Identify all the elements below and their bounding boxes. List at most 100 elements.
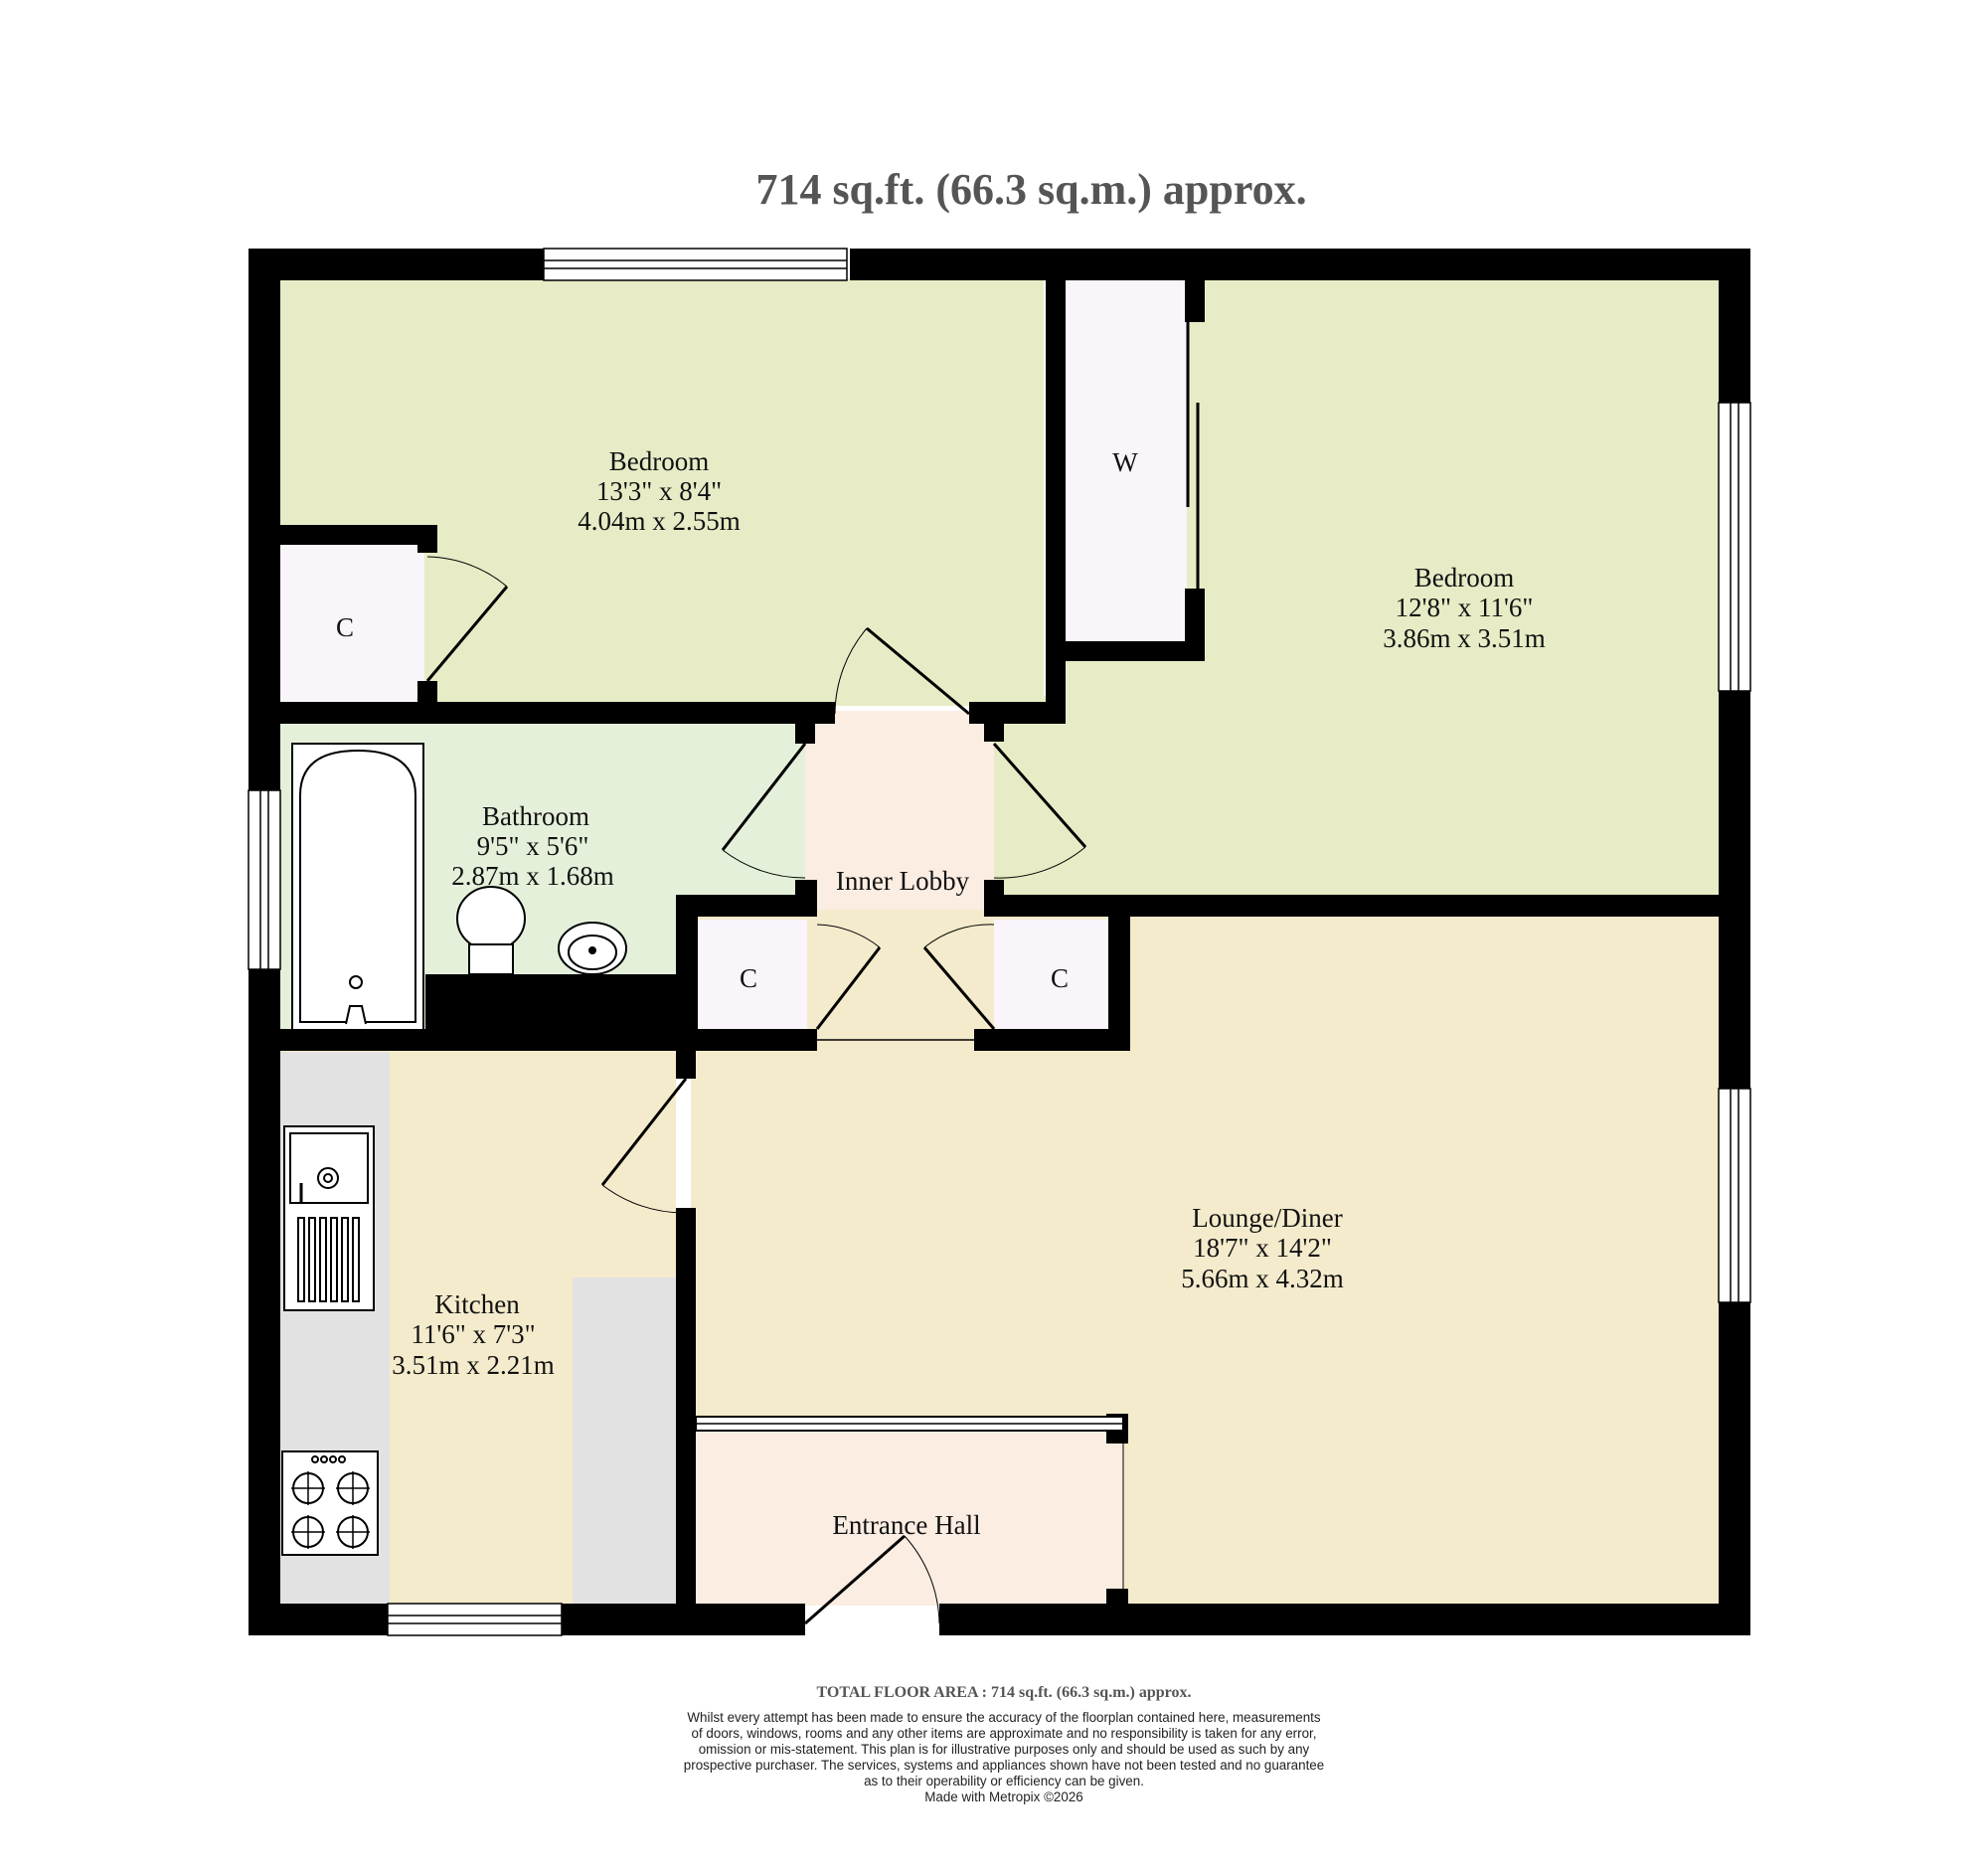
walls-part <box>939 1604 1750 1635</box>
walls-part <box>1185 280 1205 322</box>
walls-part <box>984 722 1004 742</box>
walls-part <box>676 1029 817 1051</box>
bedroom-1-name: Bedroom <box>609 446 710 476</box>
walls <box>248 249 1750 1635</box>
disclaimer-line: as to their operability or efficiency ca… <box>864 1774 1144 1788</box>
walls-part <box>676 1049 696 1079</box>
cupboard-3-floor <box>994 920 1108 1029</box>
windows-part <box>543 248 848 281</box>
walls-part <box>425 974 684 1031</box>
hob-icon-part <box>338 1455 346 1463</box>
sink-drainer-icon-part <box>297 1217 305 1302</box>
wardrobe-label: W <box>1112 447 1138 477</box>
walls-part <box>984 880 1004 916</box>
walls-part <box>1185 589 1205 661</box>
bath-icon-part <box>299 749 416 1023</box>
kitchen-metric: 3.51m x 2.21m <box>392 1350 555 1380</box>
kitchen-imperial: 11'6" x 7'3" <box>411 1319 535 1349</box>
door-swings-part <box>721 743 807 851</box>
sink-drainer-icon <box>297 1217 360 1302</box>
windows-part <box>1718 1088 1751 1303</box>
door-swings-part <box>601 1184 687 1214</box>
lounge-name: Lounge/Diner <box>1192 1203 1342 1233</box>
door-swings-part <box>904 1535 940 1624</box>
walls-part <box>850 249 1750 280</box>
bedroom-1-imperial: 13'3" x 8'4" <box>596 476 722 506</box>
windows <box>248 248 1751 1636</box>
total-floor-area: TOTAL FLOOR AREA : 714 sq.ft. (66.3 sq.m… <box>816 1684 1192 1701</box>
door-swings-part <box>816 924 881 948</box>
bedroom-2-imperial: 12'8" x 11'6" <box>1396 593 1534 622</box>
kitchen-name: Kitchen <box>434 1289 520 1319</box>
walls-part <box>248 1029 698 1051</box>
inner-lobby-name: Inner Lobby <box>836 866 970 896</box>
door-swings-part <box>722 849 806 879</box>
windows-part <box>1718 402 1751 692</box>
walls-part <box>676 895 817 917</box>
lounge-imperial: 18'7" x 14'2" <box>1193 1233 1332 1263</box>
walls-part <box>248 702 835 724</box>
entrance-threshold <box>805 1609 939 1630</box>
door-swings-part <box>992 743 1087 848</box>
bedroom-2-floor-ext <box>994 696 1074 895</box>
disclaimer-line: prospective purchaser. The services, sys… <box>683 1758 1325 1773</box>
entrance-hall-name: Entrance Hall <box>832 1510 980 1540</box>
disclaimer-line: of doors, windows, rooms and any other i… <box>691 1726 1317 1741</box>
windows-part <box>387 1603 563 1636</box>
window-lines <box>259 259 1740 1624</box>
toilet-icon-part <box>456 886 526 951</box>
door-swings-part <box>866 626 970 716</box>
bathroom-name: Bathroom <box>482 801 589 831</box>
cupboard-1-floor <box>280 545 424 704</box>
hob-icon-part <box>320 1455 328 1463</box>
toilet-icon <box>456 886 526 975</box>
cupboard-1-label: C <box>336 612 354 642</box>
walls-part <box>417 681 437 706</box>
basin-icon-part <box>588 946 596 954</box>
walls-part <box>1066 641 1205 661</box>
cupboard-2-floor <box>696 920 807 1029</box>
walls-part <box>676 1208 696 1635</box>
kitchen-sink-icon-part <box>323 1173 333 1183</box>
disclaimer: Whilst every attempt has been made to en… <box>646 1710 1362 1805</box>
sink-drainer-icon-part <box>352 1217 360 1302</box>
floor-area-title: 714 sq.ft. (66.3 sq.m.) approx. <box>755 165 1307 214</box>
footer: TOTAL FLOOR AREA : 714 sq.ft. (66.3 sq.m… <box>646 1684 1362 1805</box>
bathroom-metric: 2.87m x 1.68m <box>451 861 614 891</box>
basin-icon <box>558 922 627 975</box>
bathroom-imperial: 9'5" x 5'6" <box>477 831 589 861</box>
entrance-hall-floor <box>696 1432 1123 1606</box>
walls-part <box>795 722 815 744</box>
door-swings <box>425 556 1087 1625</box>
hob-icon-part <box>311 1455 319 1463</box>
disclaimer-line: omission or mis-statement. This plan is … <box>698 1742 1310 1757</box>
hob-icon <box>281 1450 379 1556</box>
cupboard-2-label: C <box>740 963 757 993</box>
walls-part <box>1108 895 1130 1051</box>
toilet-icon-part <box>468 943 514 975</box>
walls-part <box>1106 1589 1128 1618</box>
wardrobe-floor <box>1066 280 1187 641</box>
sink-drainer-icon-part <box>319 1217 327 1302</box>
disclaimer-line: Whilst every attempt has been made to en… <box>687 1710 1321 1725</box>
walls-part <box>417 525 437 553</box>
door-swings-part <box>425 586 509 682</box>
door-swings-part <box>834 627 868 715</box>
sink-drainer-icon-part <box>308 1217 316 1302</box>
lounge-metric: 5.66m x 4.32m <box>1181 1264 1344 1293</box>
cupboard-3-label: C <box>1051 963 1069 993</box>
door-swings-part <box>922 946 996 1030</box>
door-swings-part <box>923 924 995 948</box>
walls-part <box>984 895 1750 917</box>
bedroom-2-metric: 3.86m x 3.51m <box>1383 623 1546 653</box>
walls-part <box>280 525 437 545</box>
bath-icon-part <box>345 1005 367 1025</box>
walls-part <box>974 1029 1130 1051</box>
walls-part <box>969 702 1066 724</box>
door-swings-part <box>815 946 882 1030</box>
credit: Made with Metropix ©2026 <box>924 1789 1083 1804</box>
door-swings-part <box>804 1534 906 1625</box>
bath-icon-part <box>349 975 363 989</box>
sink-drainer-icon-part <box>341 1217 349 1302</box>
